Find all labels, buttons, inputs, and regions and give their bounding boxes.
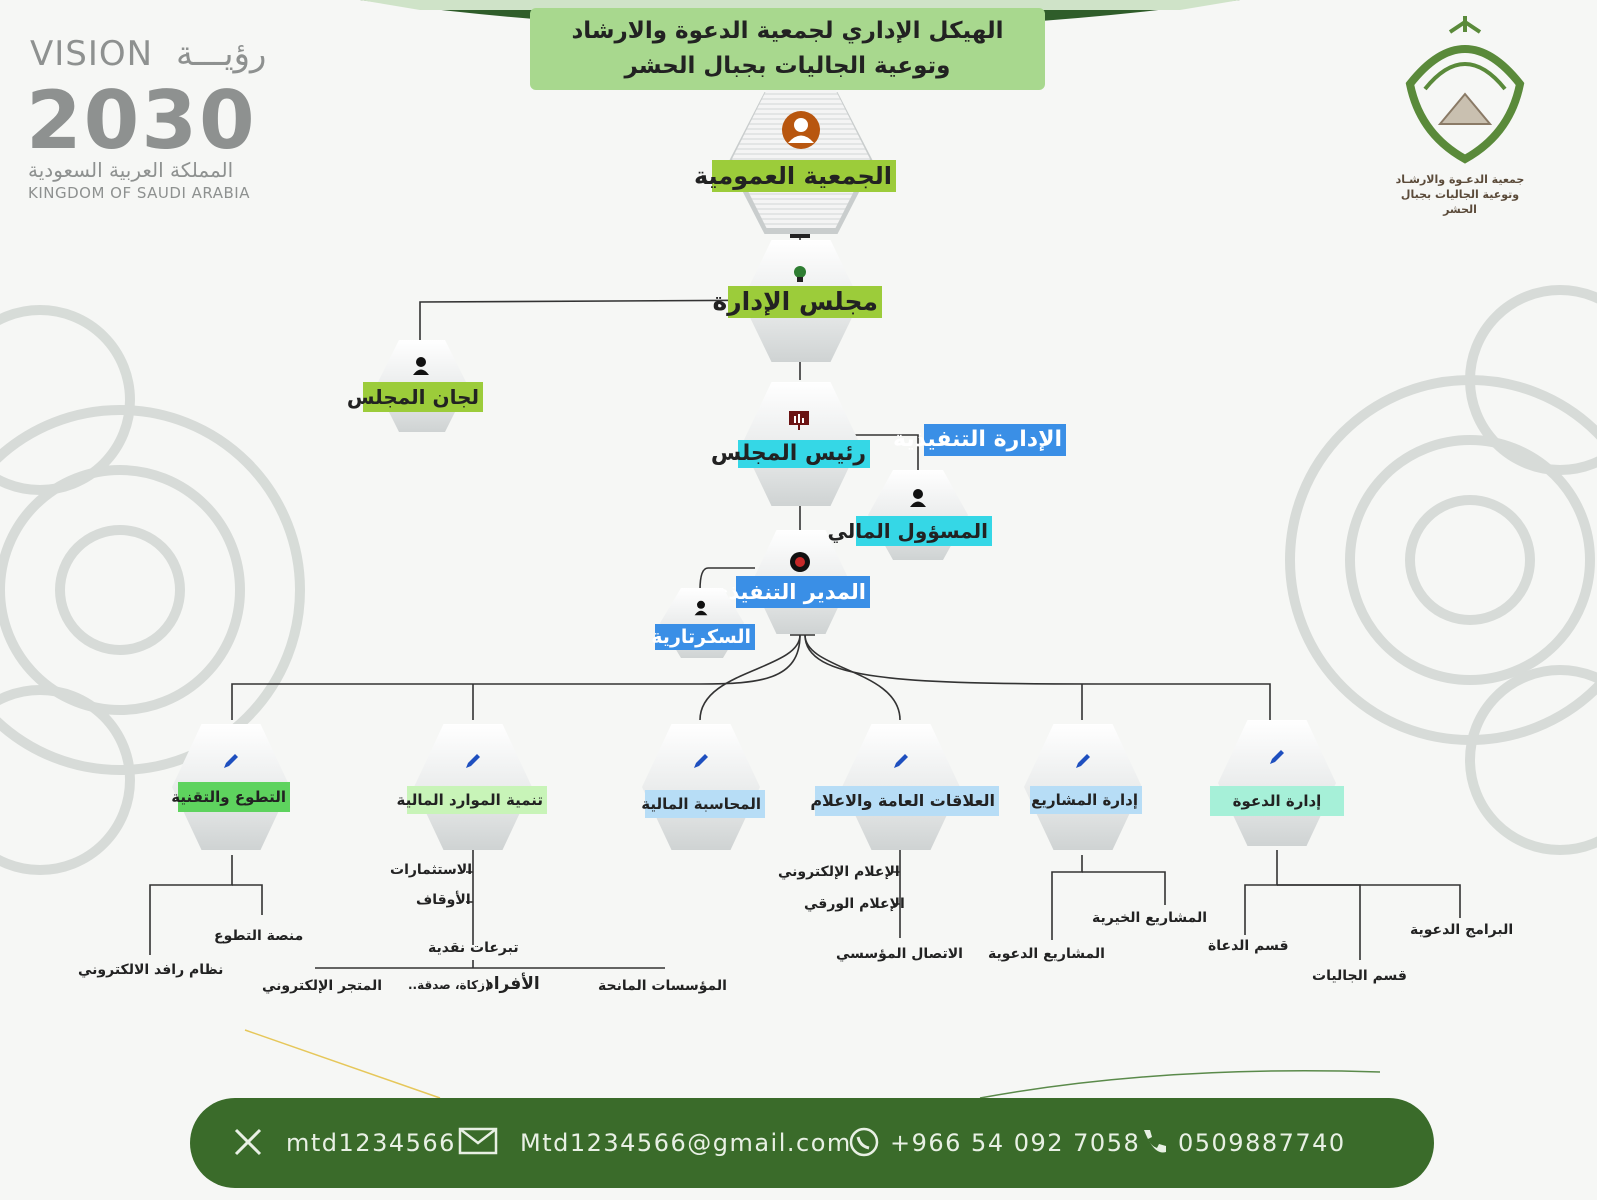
green-line [979,1070,1381,1099]
pen-icon [1076,754,1090,768]
phone-number[interactable]: 0509887740 [1178,1129,1346,1157]
connectors [149,230,1461,969]
org-name-line-2: وتوعية الجاليات بجبال الحشر [1400,188,1520,216]
kingdom-name-ar: المملكة العربية السعودية [28,158,234,182]
sub-item: المتجر الإلكتروني [262,978,382,994]
right-ornament [1285,285,1597,855]
department-label: تنمية الموارد المالية [397,786,547,814]
chairman-label: رئيس المجلس [711,440,870,468]
secretariat-label: السكرتارية [651,624,755,650]
title-line-2: وتوعية الجاليات بجبال الحشر [624,53,951,79]
pen-icon [694,754,708,768]
twitter-handle[interactable]: mtd1234566 [286,1129,456,1157]
sub-item: الاستثمارات [390,862,472,878]
sub-item: الأوقاف [416,892,471,908]
executive-management-label: الإدارة التنفيذية [893,424,1066,456]
pen-icon [466,754,480,768]
financial-officer-label: المسؤول المالي [828,516,992,546]
sub-item: الإعلام الورقي [804,896,905,912]
sub-item: الإعلام الإلكتروني [778,864,900,880]
gear-icon [790,552,810,572]
sub-item: قسم الجاليات [1312,968,1407,984]
sub-item: منصة التطوع [214,928,304,944]
board-committees-label: لجان المجلس [347,382,483,412]
sub-item: المشاريع الدعوية [988,946,1105,962]
x-icon[interactable] [232,1126,264,1158]
top-arc-light [360,0,1240,10]
person-icon [413,357,429,375]
yellow-line [244,1029,441,1099]
pen-icon [224,754,238,768]
contact-footer: mtd1234566 Mtd1234566@gmail.com +966 54 … [190,1098,1434,1188]
sub-item: نظام رافد الالكتروني [78,962,224,978]
department-label: إدارة المشاريع [1030,786,1142,814]
organization-logo: جمعية الدعـوة والارشـاد وتوعية الجاليات … [1385,14,1545,216]
sub-item-note: (زكاة، صدقة.. [408,978,491,992]
department-node [642,724,760,850]
email-address[interactable]: Mtd1234566@gmail.com [520,1129,852,1157]
sub-item: الأفراد [485,974,540,994]
board-label: مجلس الإدارة [713,286,882,318]
org-name-line-1: جمعية الدعـوة والارشـاد [1395,173,1525,186]
vision-word-en: VISION [30,34,154,74]
sub-item: قسم الدعاة [1208,938,1289,954]
sub-item: الاتصال المؤسسي [836,946,963,962]
mosque-dome-icon [1405,16,1525,164]
sub-item: البرامج الدعوية [1410,922,1514,938]
department-label: العلاقات العامة والاعلام [810,786,999,816]
vision-year: 2030 [26,74,257,167]
mail-icon[interactable] [458,1126,498,1156]
person-icon [910,489,926,507]
phone-icon[interactable] [1138,1126,1170,1158]
general-assembly-label: الجمعية العمومية [694,160,896,192]
vision-word-ar: رؤيـــة [176,34,267,74]
pen-icon [1270,750,1284,764]
sub-item: المؤسسات المانحة [598,978,727,994]
sub-item: تبرعات نقدية [428,940,519,956]
department-label: المحاسبة المالية [641,790,765,818]
organization-name: جمعية الدعـوة والارشـاد وتوعية الجاليات … [1385,172,1535,217]
person-icon [782,111,820,149]
lightbulb-icon [794,266,806,282]
left-ornament [0,305,305,875]
pen-icon [894,754,908,768]
page-title: الهيكل الإداري لجمعية الدعوة والارشاد وت… [530,8,1045,90]
whatsapp-icon[interactable] [848,1126,880,1158]
sub-item: المشاريع الخيرية [1092,910,1208,926]
title-line-1: الهيكل الإداري لجمعية الدعوة والارشاد [571,18,1004,44]
vision-2030-logo: VISION رؤيـــة 2030 المملكة العربية السع… [26,34,286,204]
department-label: إدارة الدعوة [1210,786,1344,816]
person-icon [694,600,708,616]
executive-director-label: المدير التنفيذي [709,576,870,608]
department-label: التطوع والتقنية [171,782,290,812]
presentation-icon [789,411,809,430]
kingdom-name-en: KINGDOM OF SAUDI ARABIA [28,184,250,202]
whatsapp-number[interactable]: +966 54 092 7058 [890,1129,1141,1157]
